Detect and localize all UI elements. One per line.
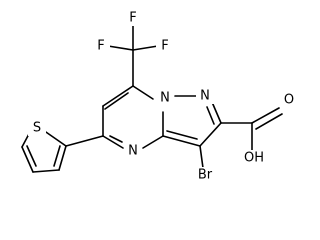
bond-c5-n4-double (109, 135, 123, 143)
label-bg-f2 (92, 38, 110, 54)
bond-thio-c2-c3 (58, 145, 67, 171)
atom-f1: F (129, 11, 136, 26)
label-bg-oh (240, 150, 268, 166)
label-bg-br (192, 167, 218, 183)
label-bg-o-carbonyl (280, 92, 298, 108)
bond-n7a-c7 (132, 85, 154, 100)
bond-n1-c2-double (206, 106, 215, 125)
label-bg-s-thiophene (28, 120, 46, 136)
atom-f3: F (161, 39, 168, 54)
label-bg-n-pyrimidine (124, 143, 142, 159)
label-bg-n-bridge (156, 90, 174, 106)
bond-cf3-f3 (132, 45, 159, 51)
atom-n-bridge: N (160, 91, 170, 106)
bond-c3-c3a-double (166, 130, 198, 140)
bond-cooh-o (251, 107, 280, 124)
bond-n1-c2 (211, 101, 222, 124)
bond-c3-br (199, 145, 204, 169)
bond-lines (21, 24, 283, 173)
atom-s-thiophene: S (33, 121, 41, 136)
chemical-structure: F F F N N N S Br OH O (21, 10, 298, 183)
atom-br: Br (198, 168, 213, 183)
label-bg-f3 (156, 38, 174, 54)
bond-n4-c3a (142, 135, 164, 149)
atom-f2: F (97, 39, 104, 54)
bond-c7-c6 (102, 85, 134, 107)
bond-thio-c4-c5-double (26, 145, 37, 167)
label-bg-f1 (124, 10, 142, 26)
label-bg-n-pyrazole (196, 88, 214, 104)
bond-c3-c3a (162, 135, 201, 147)
bond-cf3-f2 (107, 45, 134, 51)
bond-cooh-o-double (255, 113, 283, 130)
atom-labels: F F F N N N S Br OH O (28, 10, 298, 183)
atom-oh: OH (244, 151, 264, 166)
bond-c7-c6-double (104, 92, 129, 110)
atom-n-pyrimidine: N (128, 144, 138, 159)
bond-thio-c2-c3-double (53, 145, 61, 167)
bond-thio-c2-s (42, 129, 67, 147)
bond-c2-c3 (199, 122, 222, 147)
bond-c5-thiophene (65, 135, 104, 147)
bond-thio-c3-c4 (32, 169, 60, 173)
atom-n-pyrazole: N (200, 89, 210, 104)
bond-c5-n4 (102, 135, 124, 149)
atom-o-carbonyl: O (284, 93, 294, 108)
bond-thio-c4-c5 (21, 146, 34, 173)
